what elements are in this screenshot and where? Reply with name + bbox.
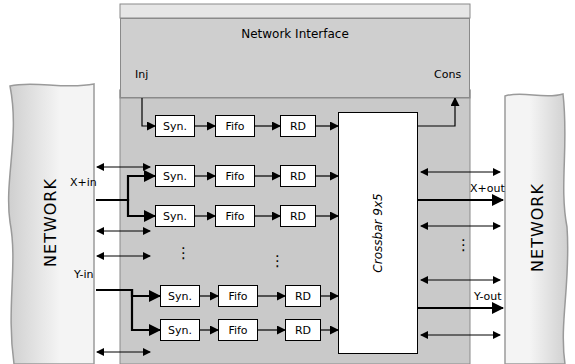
network-label: NETWORK: [41, 178, 60, 267]
box-label: RD: [295, 290, 311, 303]
port-label: Y-out: [474, 290, 502, 303]
flow-control-arrows: [97, 167, 500, 352]
connector-arrow: [255, 215, 280, 216]
network-interface: Network Interface: [120, 18, 470, 98]
box-label: Crossbar 9x5: [371, 193, 385, 272]
box-label: RD: [290, 210, 306, 223]
connector-arrow: [316, 125, 338, 126]
routing-box: RD: [280, 115, 316, 137]
box-label: Fifo: [228, 290, 247, 303]
port-label: X+in: [70, 176, 97, 189]
box-label: RD: [295, 324, 311, 337]
crossbar-box: Crossbar 9x5: [338, 112, 418, 354]
connector-arrow: [200, 295, 218, 296]
box-label: Fifo: [225, 210, 244, 223]
box-label: Fifo: [228, 324, 247, 337]
routing-box: RD: [285, 319, 321, 341]
box-label: RD: [290, 120, 306, 133]
network-cloud: NETWORK: [4, 80, 96, 364]
box-label: Fifo: [225, 170, 244, 183]
connector-arrow: [200, 329, 218, 330]
port-label: Cons: [434, 68, 461, 81]
sync-box: Syn.: [155, 205, 195, 227]
connector-arrow: [96, 200, 155, 216]
box-label: Syn.: [168, 290, 192, 303]
interface-top-face: [120, 4, 470, 18]
routing-box: RD: [280, 205, 316, 227]
connector-arrow: [418, 307, 503, 309]
box-label: Syn.: [168, 324, 192, 337]
connector-arrow: [321, 329, 338, 330]
fifo-box: Fifo: [215, 115, 255, 137]
fifo-box: Fifo: [218, 319, 258, 341]
fifo-box: Fifo: [215, 165, 255, 187]
connector-arrow: [96, 176, 155, 200]
network-cloud: NETWORK: [503, 90, 571, 364]
connector-arrow: [195, 175, 215, 176]
port-label: Inj: [135, 68, 148, 81]
port-label: Y-in: [74, 268, 93, 281]
fifo-box: Fifo: [215, 205, 255, 227]
connector-arrow: [258, 295, 285, 296]
connector-arrow: [321, 295, 338, 296]
box-label: Syn.: [163, 170, 187, 183]
connector-arrow: [142, 98, 155, 126]
routing-box: RD: [280, 165, 316, 187]
connector-arrow: [418, 98, 455, 126]
box-label: Syn.: [163, 210, 187, 223]
network-label: NETWORK: [528, 183, 547, 272]
connector-arrow: [258, 329, 285, 330]
box-label: RD: [290, 170, 306, 183]
sync-box: Syn.: [155, 165, 195, 187]
ellipsis-mark: ⋮: [176, 246, 191, 261]
panel-title: Network Interface: [241, 27, 349, 41]
router-body: [120, 90, 470, 364]
connector-arrow: [195, 125, 215, 126]
connector-arrow: [96, 290, 160, 330]
sync-box: Syn.: [155, 115, 195, 137]
box-label: Syn.: [163, 120, 187, 133]
connector-arrow: [255, 125, 280, 126]
connector-arrow: [255, 175, 280, 176]
box-label: Fifo: [225, 120, 244, 133]
fifo-box: Fifo: [218, 285, 258, 307]
connector-arrow: [418, 199, 503, 201]
sync-box: Syn.: [160, 285, 200, 307]
ellipsis-mark: ⋮: [456, 238, 471, 253]
port-label: X+out: [470, 182, 505, 195]
connector-arrow: [195, 215, 215, 216]
connector-arrow: [316, 175, 338, 176]
connector-arrow: [316, 215, 338, 216]
ellipsis-mark: ⋮: [270, 254, 285, 269]
sync-box: Syn.: [160, 319, 200, 341]
routing-box: RD: [285, 285, 321, 307]
